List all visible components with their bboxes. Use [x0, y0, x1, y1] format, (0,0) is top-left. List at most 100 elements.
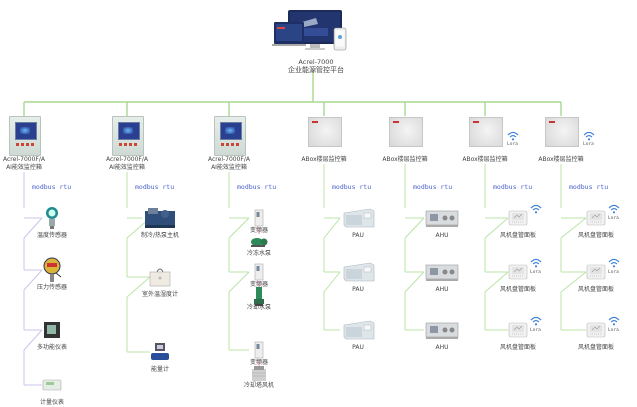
lora-label: Lora	[608, 328, 619, 333]
wifi-icon	[608, 258, 620, 268]
wifi-icon	[507, 131, 519, 141]
ai-controller-cabinet	[214, 116, 246, 156]
wire-segment	[323, 271, 341, 293]
fan-coil-panel-icon	[508, 264, 528, 280]
pau-unit-icon	[343, 262, 375, 282]
wifi-icon	[608, 204, 620, 214]
device-label: 变频器	[249, 359, 269, 366]
device-label: 风机盘管面板	[577, 286, 615, 293]
abox-controller-cabinet	[308, 117, 342, 147]
ai-controller-cabinet	[9, 116, 41, 156]
wire-segment	[484, 271, 509, 293]
wifi-icon	[530, 258, 542, 268]
fan-coil-panel-icon	[586, 264, 606, 280]
wire-segment	[323, 217, 341, 239]
device-label: 冷却塔风机	[243, 382, 275, 389]
pau-unit-icon	[343, 320, 375, 340]
ahu-unit-icon	[425, 264, 459, 281]
wire-segment	[228, 271, 250, 293]
cabinet-screen	[118, 122, 140, 140]
wire-segment	[228, 217, 250, 239]
device-label: 风机盘管面板	[499, 232, 537, 239]
inverter-icon	[254, 341, 264, 359]
wire-segment	[23, 269, 43, 291]
cooling-water-pump-icon	[254, 287, 264, 306]
ahu-unit-icon	[425, 322, 459, 339]
controller-name: AI能效监控箱	[6, 164, 42, 171]
device-label: 压力传感器	[36, 284, 68, 291]
protocol-label: modbus rtu	[493, 183, 533, 191]
protocol-label: modbus rtu	[332, 183, 372, 191]
controller-name: AI能效监控箱	[211, 164, 247, 171]
device-label: 风机盘管面板	[577, 232, 615, 239]
ahu-unit-icon	[425, 210, 459, 227]
fan-coil-panel-icon	[508, 210, 528, 226]
platform-model: Acrel-7000	[298, 58, 334, 66]
protocol-label: modbus rtu	[32, 183, 72, 191]
protocol-label: modbus rtu	[413, 183, 453, 191]
device-label: PAU	[352, 286, 364, 293]
controller-name: ABox楼层监控箱	[538, 156, 584, 163]
device-label: PAU	[352, 344, 364, 351]
multifunction-meter-icon	[44, 322, 60, 338]
wifi-icon	[530, 204, 542, 214]
cabinet-screen	[220, 122, 242, 140]
lora-label: Lora	[530, 270, 541, 275]
cabinet-buttons	[119, 143, 137, 146]
fan-coil-panel-icon	[586, 210, 606, 226]
wire-segment	[126, 276, 151, 298]
abox-controller-cabinet	[545, 117, 579, 147]
cabinet-buttons	[221, 143, 239, 146]
lora-label: Lora	[608, 270, 619, 275]
wifi-icon	[608, 316, 620, 326]
device-label: 冷冻水泵	[246, 250, 272, 257]
controller-model: Acrel-7000F/A	[2, 156, 46, 163]
ai-controller-cabinet	[112, 116, 144, 156]
wifi-icon	[530, 316, 542, 326]
lora-label: Lora	[530, 328, 541, 333]
wire-segment	[23, 329, 43, 351]
device-label: 温度传感器	[36, 232, 68, 239]
wire-segment	[404, 271, 425, 293]
pau-unit-icon	[343, 208, 375, 228]
metering-meter-icon	[42, 379, 62, 391]
device-label: 变频器	[249, 281, 269, 288]
device-label: AHU	[435, 232, 449, 239]
device-label: AHU	[435, 286, 449, 293]
lora-label: Lora	[507, 142, 518, 147]
pressure-sensor-icon	[43, 257, 62, 282]
fan-coil-panel-icon	[508, 322, 528, 338]
controller-name: ABox楼层监控箱	[382, 156, 428, 163]
controller-name: AI能效监控箱	[109, 164, 145, 171]
chiller-icon	[145, 208, 175, 228]
device-label: 室外温湿度计	[141, 291, 179, 298]
controller-name: ABox楼层监控箱	[462, 156, 508, 163]
device-label: 多功能仪表	[36, 344, 68, 351]
device-label: 冷却水泵	[246, 304, 272, 311]
controller-name: ABox楼层监控箱	[301, 156, 347, 163]
device-label: 风机盘管面板	[499, 286, 537, 293]
device-label: 能量计	[150, 366, 170, 373]
monitor-platform-icon	[272, 10, 347, 51]
wire-segment	[404, 217, 425, 239]
temperature-sensor-icon	[46, 207, 58, 229]
lora-label: Lora	[583, 142, 594, 147]
fan-coil-panel-icon	[586, 322, 606, 338]
wire-segment	[23, 217, 43, 239]
inverter-icon	[254, 263, 264, 281]
platform-name: 企业能源管控平台	[288, 66, 344, 74]
wire-segment	[484, 217, 509, 239]
device-label: PAU	[352, 232, 364, 239]
wire-segment	[560, 271, 587, 293]
protocol-label: modbus rtu	[569, 183, 609, 191]
energy-meter-icon	[151, 343, 169, 360]
device-label: 制冷/热泵主机	[140, 232, 180, 239]
protocol-label: modbus rtu	[237, 183, 277, 191]
wire-segment	[560, 217, 587, 239]
device-label: 变频器	[249, 227, 269, 234]
chilled-water-pump-icon	[251, 238, 268, 247]
protocol-label: modbus rtu	[135, 183, 175, 191]
controller-model: Acrel-7000F/A	[105, 156, 149, 163]
device-label: 风机盘管面板	[577, 344, 615, 351]
